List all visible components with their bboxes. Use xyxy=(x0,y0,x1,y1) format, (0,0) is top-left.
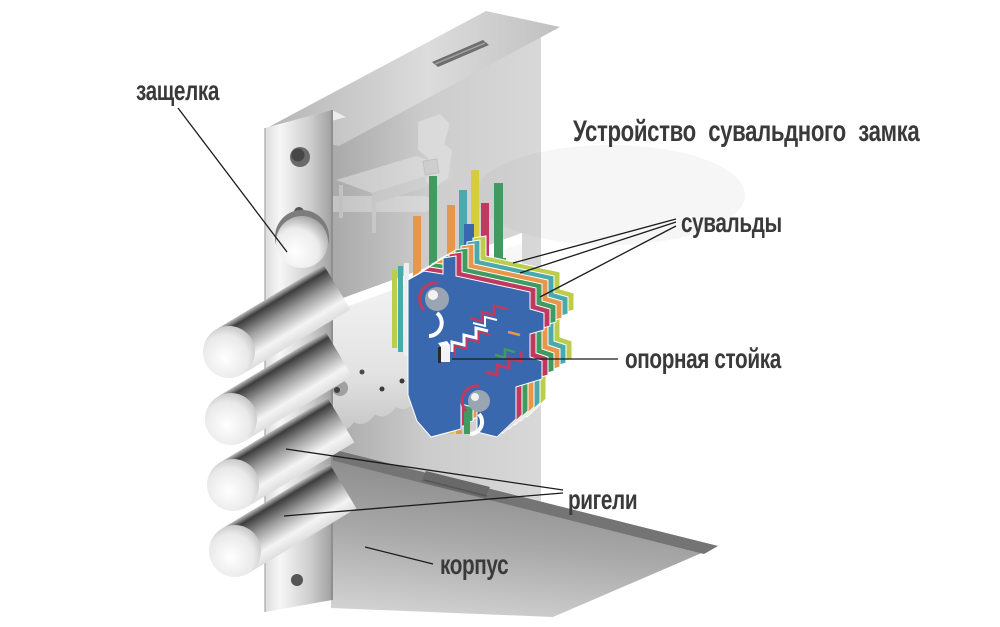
label-levers: сувальды xyxy=(681,208,782,239)
leader-lines xyxy=(177,107,677,565)
slab-rivet-hole xyxy=(334,387,340,393)
faceplate-hole xyxy=(291,574,303,586)
slab-pin xyxy=(359,369,365,375)
support-post xyxy=(438,341,450,363)
label-body: корпус xyxy=(440,550,508,581)
label-bolts-group: ригели xyxy=(568,485,638,516)
case-bottom-plate xyxy=(331,449,718,617)
lever-plate-front xyxy=(407,255,545,438)
lever-pivot xyxy=(468,390,490,412)
bolt-cylinder xyxy=(203,264,351,378)
leader-line-latch xyxy=(177,107,288,253)
label-latch: защелка xyxy=(136,76,220,107)
soft-shadow xyxy=(475,145,745,245)
case-top-plate xyxy=(265,11,560,146)
leader-line-levers xyxy=(519,221,677,274)
lever-stack-left-edges xyxy=(392,263,409,356)
label-support-post: опорная стойка xyxy=(625,344,781,375)
slab-pin xyxy=(399,378,405,384)
diagram-title-group: Устройство сувальдного замка xyxy=(573,114,920,148)
bolt-cylinders xyxy=(203,264,357,577)
label-bolts: ригели xyxy=(568,485,637,516)
latch-bolt xyxy=(275,210,329,268)
slab-pin xyxy=(379,386,385,392)
label-latch-group: защелка xyxy=(136,76,220,107)
keyhole-slot-bottom xyxy=(421,471,490,498)
page-title: Устройство сувальдного замка xyxy=(573,114,920,148)
leader-line-levers xyxy=(512,218,677,264)
bolt-cylinder xyxy=(205,331,353,445)
leader-line-body xyxy=(364,546,434,565)
leader-line-bolts xyxy=(283,492,564,517)
label-levers-group: сувальды xyxy=(681,208,782,239)
label-support-post-group: опорная стойка xyxy=(625,344,782,375)
label-body-group: корпус xyxy=(440,550,509,581)
leader-line-levers xyxy=(539,225,677,298)
bolt-cylinder xyxy=(207,397,355,511)
lever-pivot xyxy=(425,287,449,311)
bolt-cylinder xyxy=(209,463,357,577)
leader-line-bolts xyxy=(285,448,564,491)
